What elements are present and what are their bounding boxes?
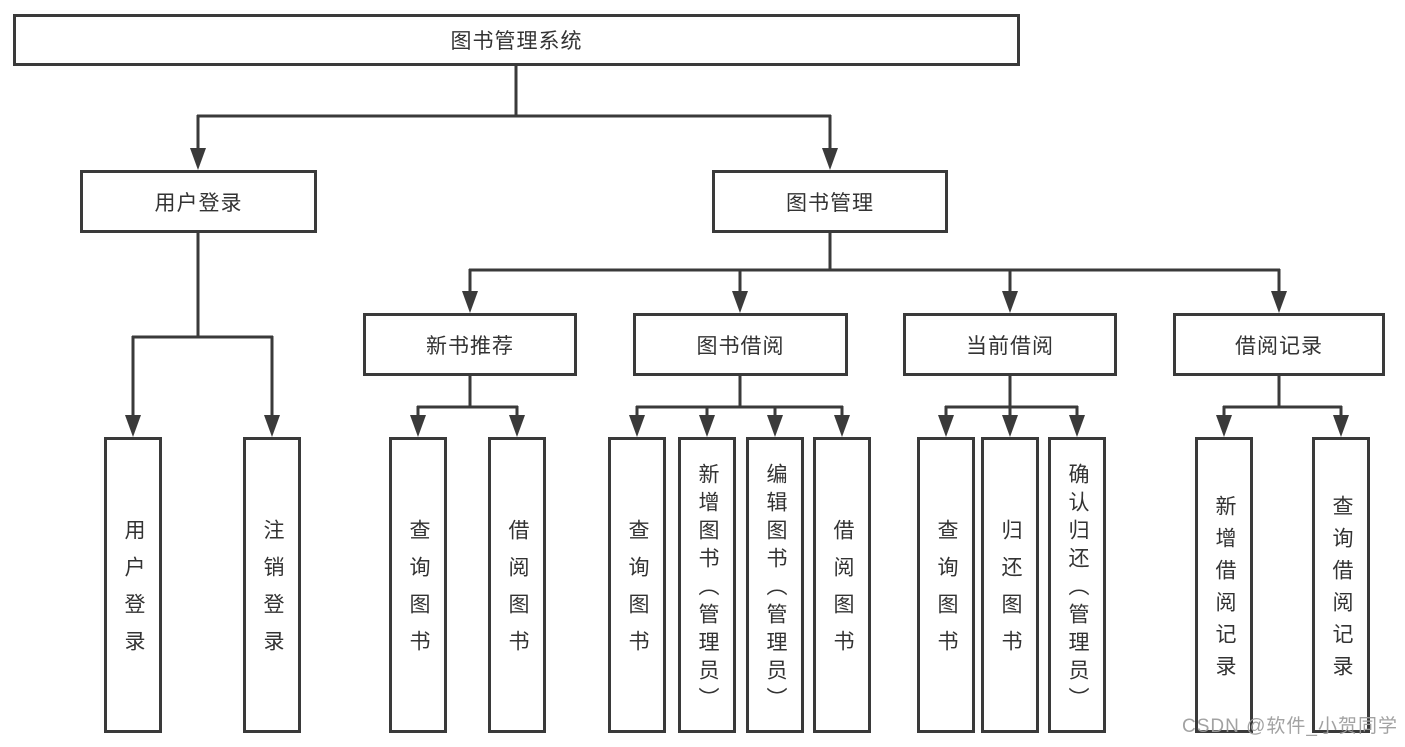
node-label: 查询借阅记录 <box>1330 494 1353 687</box>
node-label: 图书管理系统 <box>450 30 583 53</box>
leaf-query-borrow-record: 查询借阅记录 <box>1312 437 1370 733</box>
node-new-book-recommend: 新书推荐 <box>363 313 577 376</box>
connector-user-login-branch <box>131 231 274 417</box>
node-label: 确认归还（管理员） <box>1066 462 1089 715</box>
leaf-borrow-books: 借阅图书 <box>813 437 871 733</box>
node-label: 新增图书（管理员） <box>696 462 719 715</box>
leaf-user-login: 用户登录 <box>104 437 162 733</box>
arrow-down-icon <box>1216 415 1232 437</box>
node-label: 当前借阅 <box>966 334 1054 358</box>
leaf-query-books-recommend: 查询图书 <box>389 437 447 733</box>
arrow-down-icon <box>767 415 783 437</box>
node-borrow-records: 借阅记录 <box>1173 313 1385 376</box>
node-label: 新书推荐 <box>426 334 514 358</box>
connector-new-book-branch <box>416 374 519 419</box>
arrow-down-icon <box>822 148 838 170</box>
node-current-borrow: 当前借阅 <box>903 313 1117 376</box>
connector-book-borrow-branch <box>635 374 844 419</box>
node-label: 图书借阅 <box>696 334 785 358</box>
node-label: 查询图书 <box>626 519 649 667</box>
leaf-logout: 注销登录 <box>243 437 301 733</box>
leaf-add-borrow-record: 新增借阅记录 <box>1195 437 1253 733</box>
node-label: 图书管理 <box>786 191 874 215</box>
csdn-watermark: CSDN @软件_小贺同学 <box>1182 716 1398 737</box>
arrow-down-icon <box>1271 291 1287 313</box>
node-label: 查询图书 <box>935 519 958 667</box>
arrow-down-icon <box>264 415 280 437</box>
leaf-edit-books-admin: 编辑图书（管理员） <box>746 437 804 733</box>
arrow-down-icon <box>629 415 645 437</box>
connector-root-to-level2 <box>196 64 832 150</box>
connector-book-management-branch <box>468 231 1281 293</box>
arrow-down-icon <box>1333 415 1349 437</box>
leaf-confirm-return-admin: 确认归还（管理员） <box>1048 437 1106 733</box>
arrow-down-icon <box>834 415 850 437</box>
connector-current-borrow-branch <box>944 374 1079 419</box>
node-label: 借阅记录 <box>1235 334 1323 358</box>
leaf-return-books: 归还图书 <box>981 437 1039 733</box>
node-label: 借阅图书 <box>831 519 854 667</box>
node-library-management-system: 图书管理系统 <box>13 14 1020 66</box>
leaf-borrow-books-recommend: 借阅图书 <box>488 437 546 733</box>
node-book-borrow: 图书借阅 <box>633 313 848 376</box>
leaf-add-books-admin: 新增图书（管理员） <box>678 437 736 733</box>
node-label: 归还图书 <box>999 519 1022 667</box>
leaf-query-books-borrow: 查询图书 <box>608 437 666 733</box>
node-label: 用户登录 <box>122 519 145 667</box>
arrow-down-icon <box>190 148 206 170</box>
arrow-down-icon <box>938 415 954 437</box>
arrow-down-icon <box>462 291 478 313</box>
node-label: 注销登录 <box>261 519 284 667</box>
arrow-down-icon <box>509 415 525 437</box>
node-label: 查询图书 <box>407 519 430 667</box>
arrow-down-icon <box>1002 415 1018 437</box>
node-label: 新增借阅记录 <box>1213 494 1236 687</box>
node-label: 用户登录 <box>154 191 243 215</box>
arrow-down-icon <box>1069 415 1085 437</box>
node-label: 借阅图书 <box>506 519 529 667</box>
arrow-down-icon <box>699 415 715 437</box>
arrow-down-icon <box>125 415 141 437</box>
node-book-management: 图书管理 <box>712 170 948 233</box>
connector-borrow-records-branch <box>1222 374 1343 419</box>
arrow-down-icon <box>732 291 748 313</box>
arrow-down-icon <box>410 415 426 437</box>
node-user-login: 用户登录 <box>80 170 317 233</box>
leaf-query-books-current: 查询图书 <box>917 437 975 733</box>
node-label: 编辑图书（管理员） <box>764 462 787 715</box>
arrow-down-icon <box>1002 291 1018 313</box>
